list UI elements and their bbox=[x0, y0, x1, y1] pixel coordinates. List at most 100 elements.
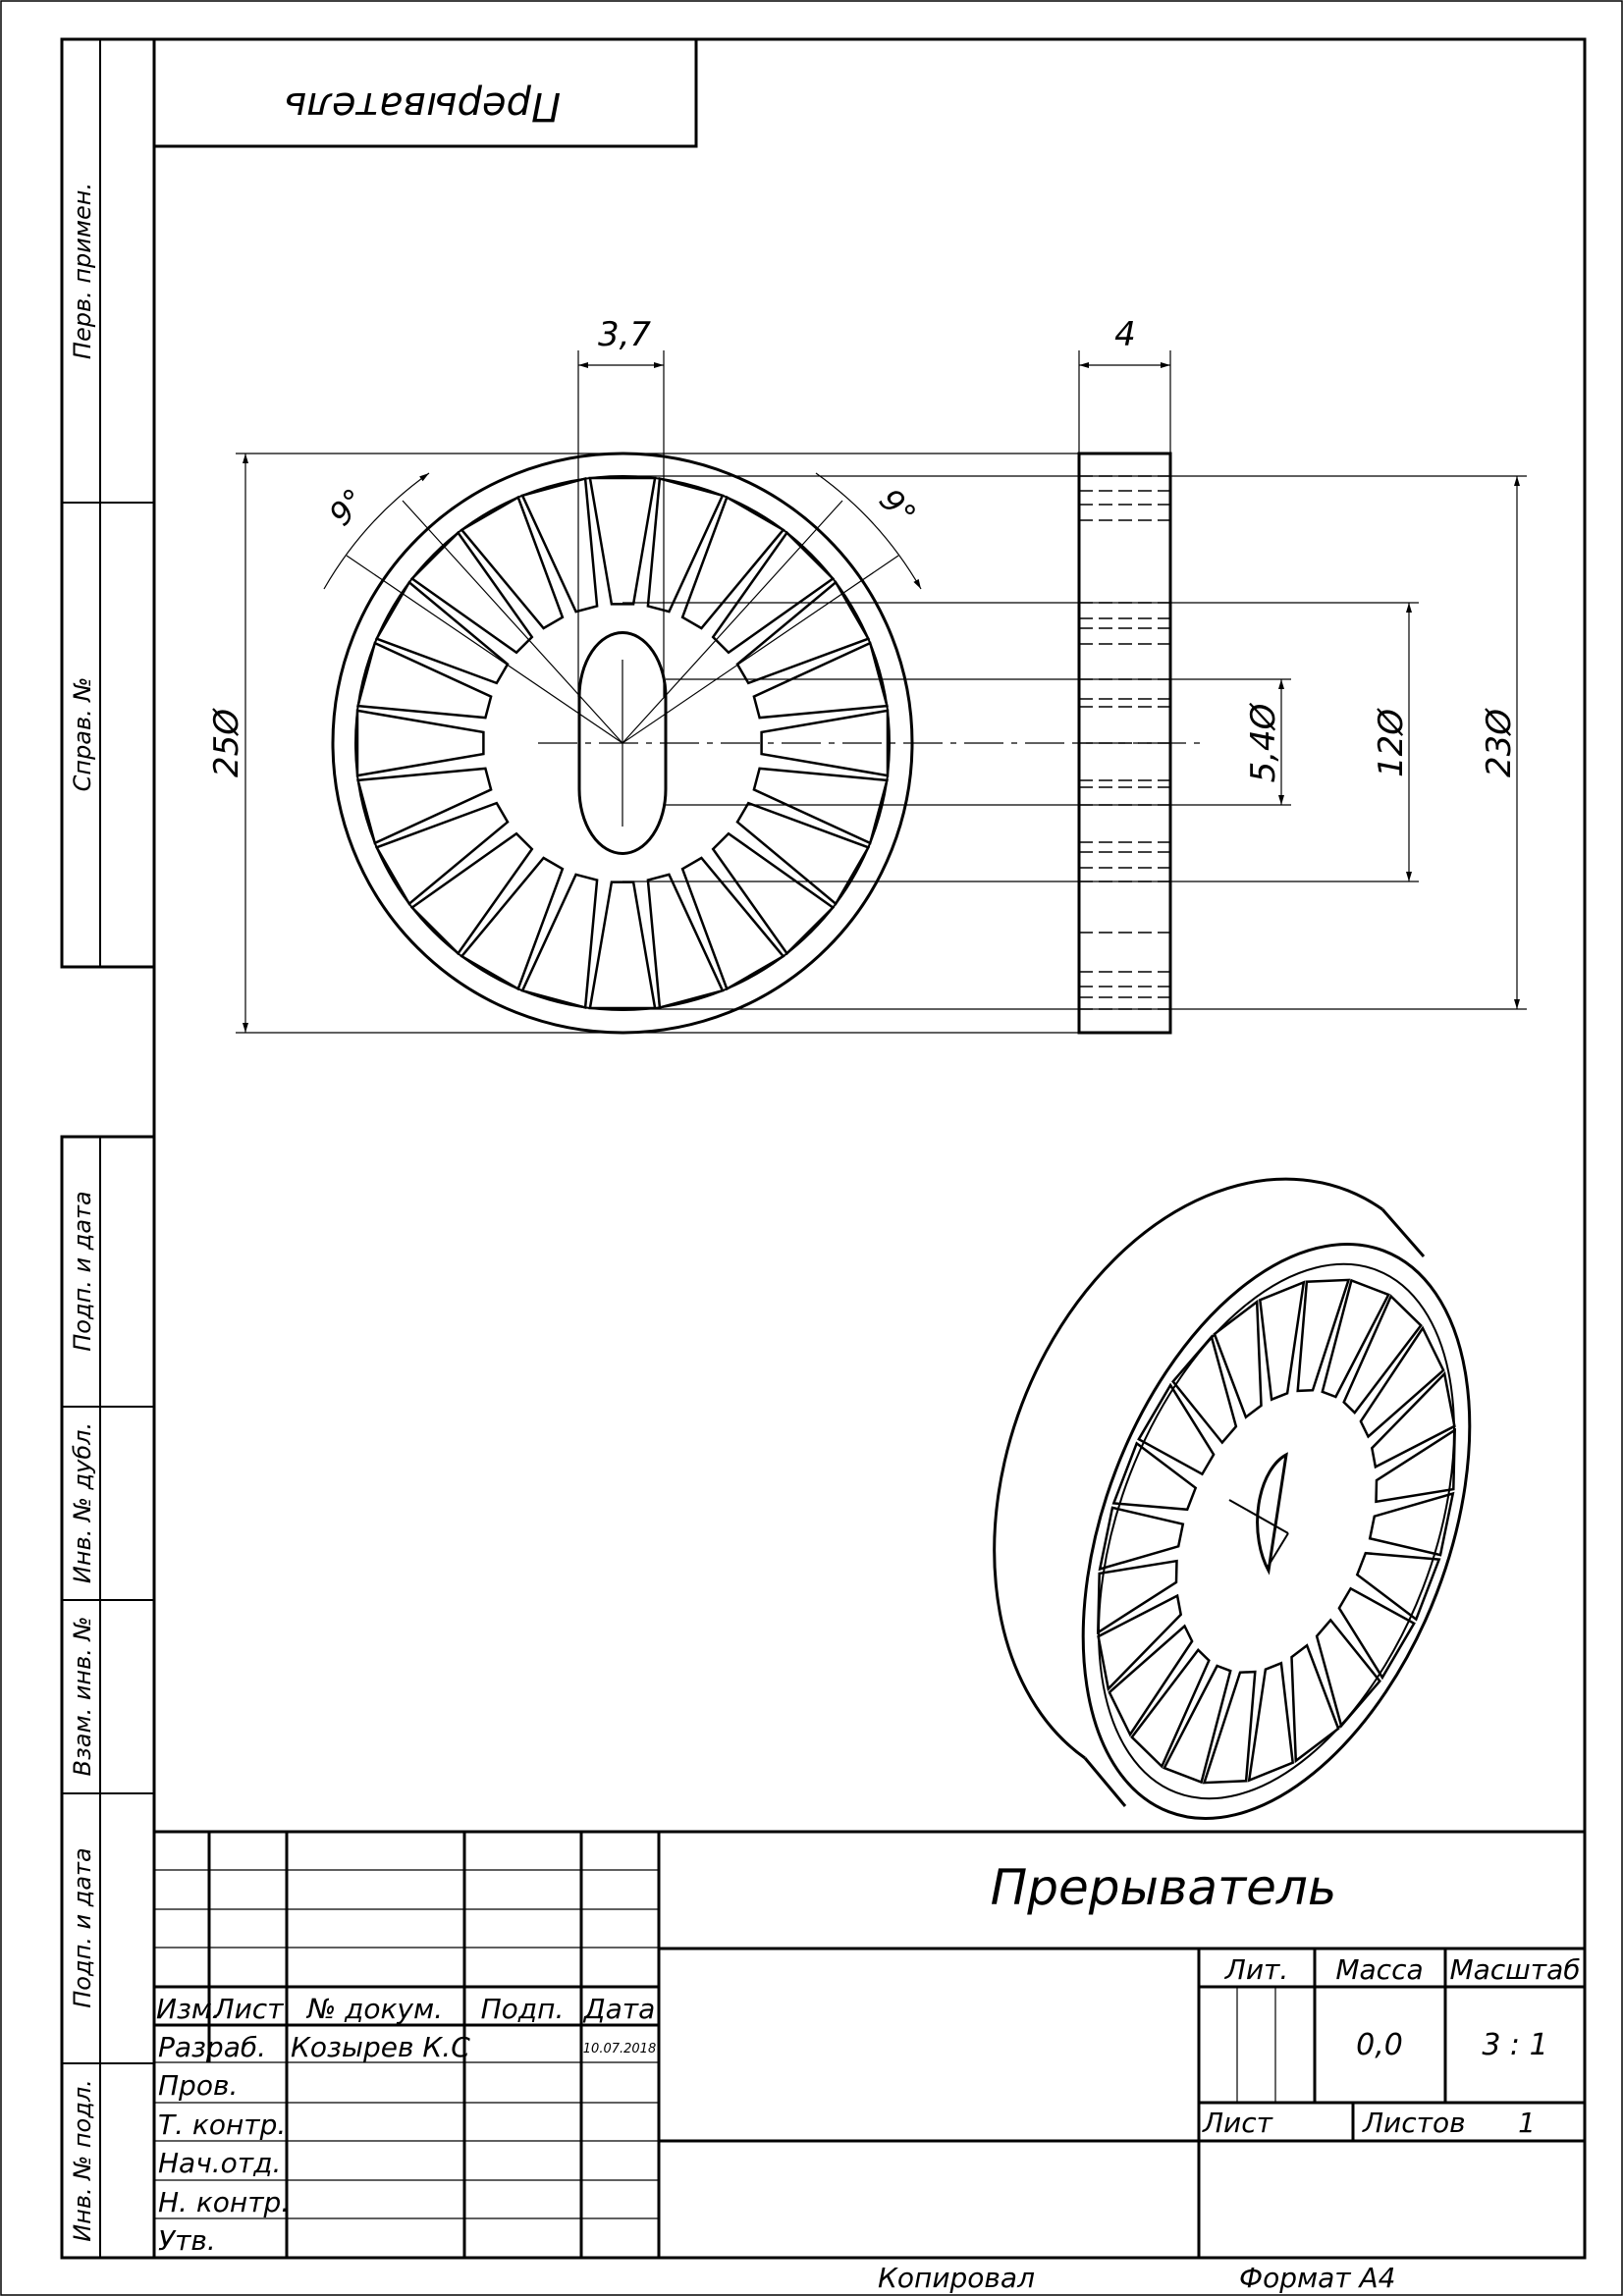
iso-slot bbox=[1213, 1299, 1263, 1419]
tb-col-doc: № докум. bbox=[305, 1993, 443, 2025]
tb-part-name: Прерыватель bbox=[991, 1859, 1337, 1916]
dim-thickness: 4 bbox=[1114, 315, 1136, 354]
side-label-sprav-no: Справ. № bbox=[69, 677, 96, 792]
dim-hub-diameter: 12Ø bbox=[1372, 708, 1411, 777]
iso-slot bbox=[1171, 1334, 1238, 1445]
footer-copied: Копировал bbox=[878, 2262, 1035, 2294]
tb-scale-value: 3 : 1 bbox=[1482, 2028, 1547, 2062]
side-label-perv-primen: Перв. примен. bbox=[69, 183, 96, 359]
tb-developer: Козырев К.С bbox=[291, 2031, 470, 2063]
iso-slot bbox=[1247, 1661, 1295, 1783]
tb-row-utv: Утв. bbox=[158, 2224, 216, 2257]
iso-slot bbox=[1315, 1618, 1381, 1729]
dim-angle-right: 9° bbox=[872, 481, 924, 532]
slot bbox=[409, 530, 534, 655]
top-label-box: Прерыватель bbox=[152, 37, 698, 148]
slot bbox=[355, 709, 485, 777]
iso-slot bbox=[1337, 1586, 1416, 1681]
tb-row-prov: Пров. bbox=[158, 2069, 238, 2102]
tb-row-nachotd: Нач.отд. bbox=[158, 2147, 281, 2179]
slot bbox=[735, 801, 871, 906]
tb-col-data: Дата bbox=[582, 1993, 656, 2025]
dim-shaft-diameter: 5,4Ø bbox=[1244, 702, 1283, 782]
tb-lit-label: Лит. bbox=[1224, 1953, 1288, 1986]
left-margin-top: Перв. примен. Справ. № bbox=[60, 37, 156, 969]
slot bbox=[680, 856, 785, 991]
iso-slot bbox=[1097, 1593, 1183, 1692]
side-label-inv-no-dubl: Инв. № дубл. bbox=[69, 1422, 96, 1583]
tb-mass-label: Масса bbox=[1335, 1953, 1423, 1986]
iso-slot bbox=[1375, 1427, 1457, 1504]
iso-slot bbox=[1370, 1370, 1456, 1469]
dim-slot-width: 3,7 bbox=[598, 315, 651, 354]
tb-col-izm: Изм. bbox=[156, 1993, 221, 2025]
iso-rim bbox=[1098, 1262, 1455, 1800]
iso-slot bbox=[1130, 1648, 1211, 1769]
iso-slot bbox=[1202, 1670, 1257, 1785]
slot bbox=[409, 831, 534, 956]
slot bbox=[374, 580, 510, 685]
tb-sheets-value: 1 bbox=[1518, 2107, 1536, 2139]
side-label-vzam-inv-no: Взам. инв. № bbox=[69, 1617, 96, 1777]
tb-row-tkontr: Т. контр. bbox=[158, 2109, 286, 2141]
iso-slot bbox=[1096, 1559, 1178, 1635]
iso-slot bbox=[1163, 1664, 1232, 1785]
iso-slot bbox=[1359, 1325, 1445, 1439]
slot bbox=[520, 873, 599, 1009]
title-block: Изм. Лист № докум. Подп. Дата Разраб. Ко… bbox=[152, 1830, 1587, 2260]
slot bbox=[460, 495, 565, 630]
iso-slot bbox=[1342, 1294, 1423, 1415]
slot bbox=[356, 641, 493, 720]
side-label-podp-data-1: Подп. и дата bbox=[69, 1191, 96, 1352]
tb-row-razrab: Разраб. bbox=[158, 2031, 266, 2063]
slot bbox=[460, 856, 565, 991]
front-view bbox=[331, 452, 1208, 1035]
tb-row-nkontr: Н. контр. bbox=[158, 2186, 290, 2218]
tb-col-podp: Подп. bbox=[481, 1993, 565, 2025]
iso-slot bbox=[1296, 1278, 1351, 1393]
iso-shaft-hole bbox=[1256, 1452, 1288, 1575]
iso-back-outline bbox=[993, 1177, 1383, 1760]
dim-angle-left: 9° bbox=[322, 481, 374, 532]
iso-front-face bbox=[1081, 1243, 1472, 1820]
tb-scale-label: Масштаб bbox=[1449, 1953, 1580, 1986]
side-label-podp-data-2: Подп. и дата bbox=[69, 1847, 96, 2008]
slot bbox=[760, 709, 890, 777]
shaft-hole-d-shape bbox=[577, 631, 668, 855]
slots-iso bbox=[1096, 1278, 1457, 1785]
dim-rim-diameter: 23Ø bbox=[1480, 708, 1519, 777]
tb-sheets-label: Листов bbox=[1362, 2107, 1466, 2139]
footer-format: Формат А4 bbox=[1239, 2262, 1395, 2294]
iso-slot bbox=[1368, 1491, 1455, 1557]
iso-slot bbox=[1321, 1278, 1390, 1399]
tb-date: 10.07.2018 bbox=[583, 2042, 656, 2056]
top-label-text: Прерыватель bbox=[284, 83, 561, 129]
slot bbox=[588, 476, 657, 606]
slot bbox=[646, 477, 725, 614]
slot bbox=[588, 881, 657, 1010]
slot bbox=[680, 495, 785, 630]
dim-outer-diameter: 25Ø bbox=[207, 708, 246, 777]
iso-slot bbox=[1137, 1382, 1216, 1476]
left-margin-bottom: Подп. и дата Инв. № дубл. Взам. инв. № П… bbox=[60, 1135, 156, 2260]
iso-slot bbox=[1258, 1280, 1306, 1402]
tb-sheet-label: Лист bbox=[1202, 2107, 1273, 2139]
slot bbox=[520, 477, 599, 614]
dimensions: 3,7 4 25Ø 23Ø 12Ø 5,4Ø 9° bbox=[207, 315, 1527, 1034]
slot bbox=[374, 801, 510, 906]
tb-col-list: Лист bbox=[213, 1993, 285, 2025]
iso-slot bbox=[1355, 1551, 1441, 1622]
slot bbox=[711, 831, 836, 956]
iso-slot bbox=[1108, 1624, 1194, 1737]
iso-slot bbox=[1111, 1441, 1198, 1512]
drawing-frame bbox=[152, 37, 1587, 2260]
slot bbox=[356, 767, 493, 845]
side-label-inv-no-podl: Инв. № подл. bbox=[69, 2079, 96, 2242]
slot bbox=[735, 580, 871, 685]
slots-front bbox=[355, 476, 890, 1010]
slot bbox=[752, 767, 889, 845]
slot bbox=[646, 873, 725, 1009]
iso-slot bbox=[1098, 1506, 1185, 1572]
